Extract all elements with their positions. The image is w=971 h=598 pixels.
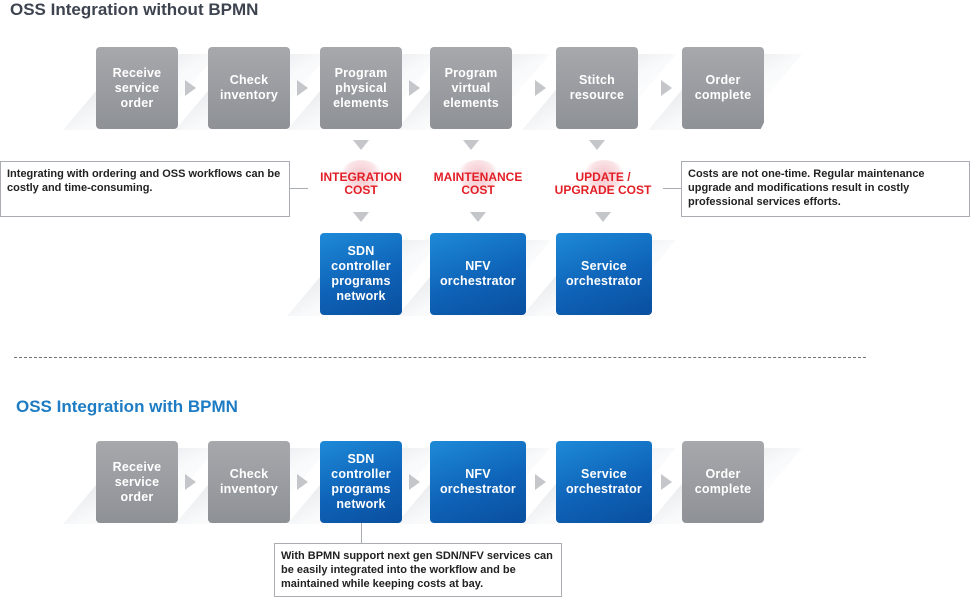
step-check-inventory: Check inventory: [208, 441, 290, 523]
callout-maintenance-note: Costs are not one-time. Regular maintena…: [681, 161, 970, 217]
step-nfv-orchestrator: NFV orchestrator: [430, 441, 526, 523]
step-sdn-controller: SDN controller programs network: [320, 441, 402, 523]
cost-cloud-icon: [456, 160, 500, 192]
step-order-complete: Order complete: [682, 47, 764, 129]
system-nfv-orchestrator: NFV orchestrator: [430, 233, 526, 315]
system-label: NFV orchestrator: [439, 259, 517, 288]
flow-arrow-right: [661, 80, 672, 96]
step-label: Stitch resource: [569, 73, 625, 102]
flow-arrow-right: [297, 474, 308, 490]
upgrade-cost-label: UPDATE / UPGRADE COST: [554, 170, 652, 197]
step-check-inventory: Check inventory: [208, 47, 290, 129]
flow-arrow-down: [470, 212, 486, 222]
flow-arrow-right: [185, 80, 196, 96]
step-service-orchestrator: Service orchestrator: [556, 441, 652, 523]
step-label: Order complete: [694, 73, 752, 102]
flow-arrow-down: [463, 140, 479, 150]
callout-text: Costs are not one-time. Regular maintena…: [688, 168, 925, 208]
callout-connector: [290, 188, 308, 189]
flow-arrow-right: [409, 80, 420, 96]
flow-arrow-down: [595, 212, 611, 222]
step-label: Receive service order: [112, 65, 162, 110]
section-divider: [14, 357, 866, 358]
step-label: Check inventory: [219, 73, 279, 102]
flow-arrow-down: [589, 140, 605, 150]
diagram-title-without-bpmn: OSS Integration without BPMN: [10, 0, 259, 19]
step-label: NFV orchestrator: [439, 467, 517, 496]
step-label: SDN controller programs network: [331, 452, 391, 511]
flow-arrow-down: [353, 140, 369, 150]
flow-arrow-right: [409, 474, 420, 490]
callout-text: Integrating with ordering and OSS workfl…: [7, 168, 281, 194]
step-receive-service-order: Receive service order: [96, 441, 178, 523]
step-order-complete: Order complete: [682, 441, 764, 523]
callout-integration-note: Integrating with ordering and OSS workfl…: [0, 161, 290, 217]
step-stitch-resource: Stitch resource: [556, 47, 638, 129]
system-label: SDN controller programs network: [331, 244, 391, 303]
callout-bpmn-note: With BPMN support next gen SDN/NFV servi…: [274, 543, 562, 597]
flow-arrow-down: [353, 212, 369, 222]
cost-cloud-icon: [339, 160, 383, 192]
system-label: Service orchestrator: [565, 259, 643, 288]
cost-cloud-icon: [582, 160, 626, 192]
step-label: Program physical elements: [333, 65, 389, 110]
flow-arrow-right: [661, 474, 672, 490]
step-label: Program virtual elements: [443, 65, 499, 110]
step-label: Order complete: [694, 467, 752, 496]
callout-connector: [663, 188, 681, 189]
flow-arrow-right: [297, 80, 308, 96]
flow-arrow-right: [185, 474, 196, 490]
integration-cost-label: INTEGRATION COST: [320, 170, 402, 197]
flow-arrow-right: [535, 474, 546, 490]
step-receive-service-order: Receive service order: [96, 47, 178, 129]
flow-arrow-right: [535, 80, 546, 96]
step-program-virtual-elements: Program virtual elements: [430, 47, 512, 129]
step-label: Receive service order: [112, 459, 162, 504]
step-label: Service orchestrator: [565, 467, 643, 496]
callout-connector: [361, 523, 362, 544]
step-program-physical-elements: Program physical elements: [320, 47, 402, 129]
system-service-orchestrator: Service orchestrator: [556, 233, 652, 315]
maintenance-cost-label: MAINTENANCE COST: [433, 170, 523, 197]
system-sdn-controller: SDN controller programs network: [320, 233, 402, 315]
diagram-title-with-bpmn: OSS Integration with BPMN: [16, 397, 238, 416]
callout-text: With BPMN support next gen SDN/NFV servi…: [281, 550, 553, 590]
step-label: Check inventory: [219, 467, 279, 496]
